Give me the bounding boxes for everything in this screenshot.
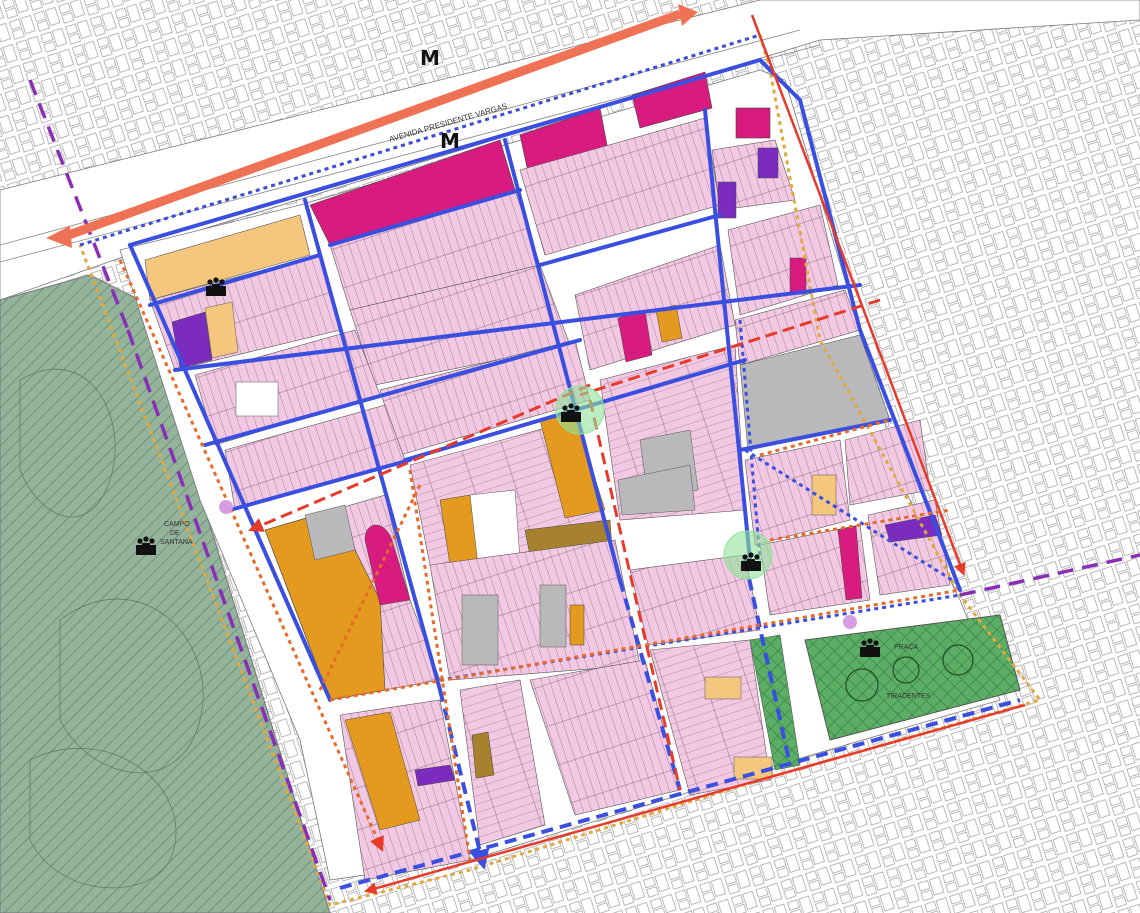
praca-label: PRAÇA [894,644,918,651]
avenue-traffic-arrow [46,4,698,248]
block-residential [744,439,851,546]
block-institutional [757,147,779,179]
block-residential [429,539,641,681]
block-commercial [735,107,771,139]
square-fountain [845,668,879,702]
metro-label-top: M [420,46,440,70]
block-grey [304,504,356,561]
purple-route [28,79,1140,901]
people-icon[interactable] [136,536,156,555]
campo-label: CAMPO [164,521,190,528]
block-institutional [717,181,737,219]
green-strip [749,634,801,771]
block-brown [471,731,495,779]
node-marker[interactable] [219,500,233,514]
block-grey [617,464,696,516]
block-light-orange [704,676,742,700]
people-icon[interactable] [741,552,761,571]
block-light-orange [811,474,837,516]
block-residential [459,679,546,846]
campo-de-santana-park [0,274,331,913]
block-commercial [364,524,411,606]
park-contour [29,748,177,889]
park-contour [59,598,204,774]
metro-label-mid: M [440,129,460,153]
avenue-corridor [0,0,1140,301]
block-residential [574,244,736,371]
people-icon[interactable] [860,638,880,657]
block-vacant [235,381,279,417]
block-residential [867,499,951,596]
block-orange [344,711,421,831]
block-grey [539,584,567,648]
square-fountain [942,644,974,676]
red-route [363,14,1026,895]
people-icon[interactable] [561,403,581,422]
square-fountain [892,656,920,684]
blue-route-dotted [79,33,961,682]
park-contour [19,368,116,518]
public-space-highlight[interactable] [723,530,773,580]
block-institutional [414,764,456,787]
orange-route-dotted [118,259,961,861]
block-orange [569,604,585,646]
block-commercial [631,71,713,129]
block-commercial [789,257,807,295]
public-space-highlight[interactable] [555,385,605,435]
campo-label: SANTANA [160,539,193,546]
red-route-dashed [248,298,881,791]
block-light-orange [204,301,239,359]
praca-tiradentes-square [804,614,1021,741]
campo-label: DE [170,530,180,537]
praca-label: TIRADENTES [886,693,931,700]
blue-route-network [128,57,962,702]
block-grey [461,594,499,666]
node-marker[interactable] [843,615,857,629]
people-icon[interactable] [206,277,226,296]
